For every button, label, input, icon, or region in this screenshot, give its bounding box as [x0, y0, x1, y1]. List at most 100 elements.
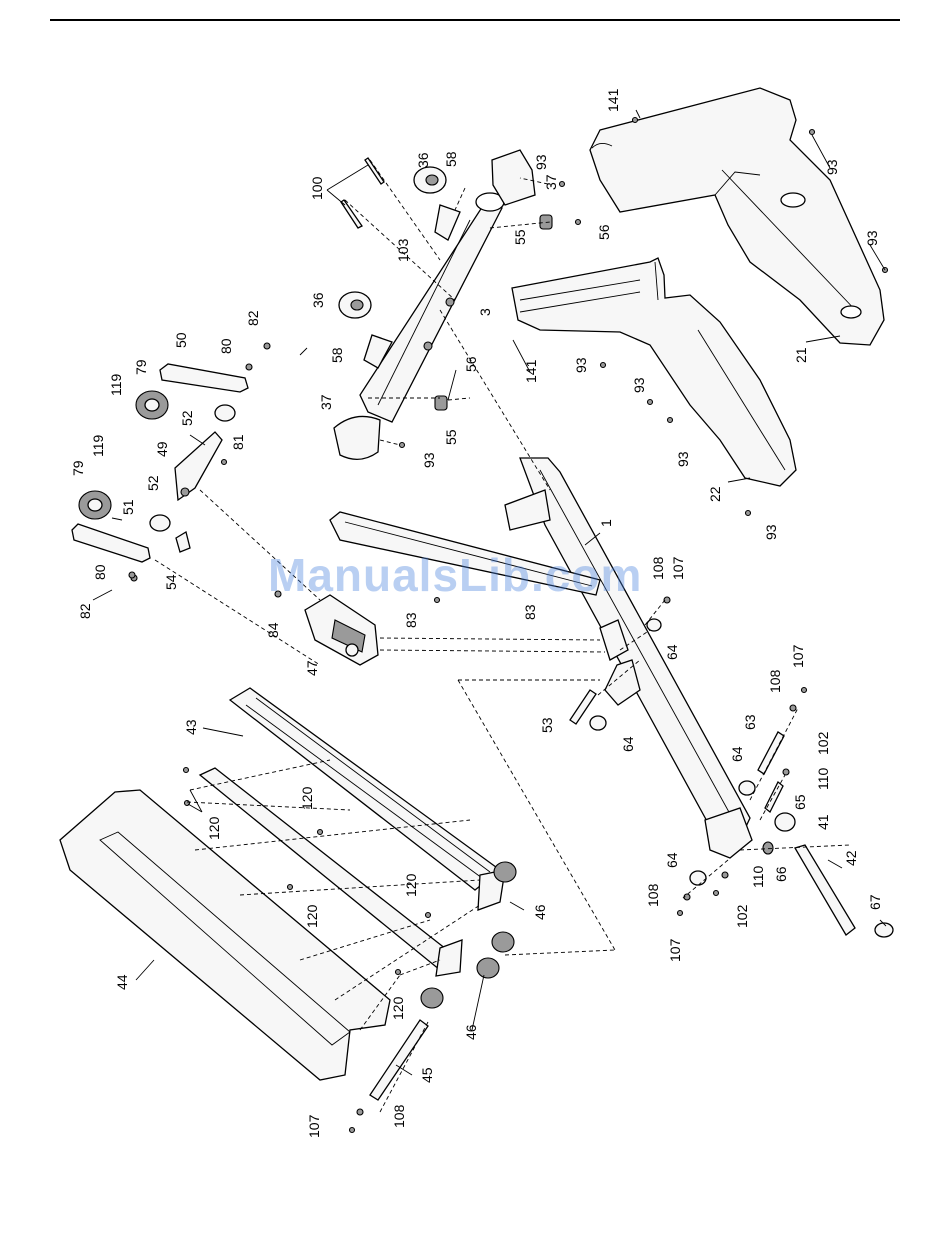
callout-108: 108: [645, 883, 661, 907]
callout-58: 58: [329, 347, 345, 363]
bearing-55-lower: [435, 396, 447, 410]
callout-80: 80: [218, 338, 234, 354]
callout-64: 64: [729, 746, 745, 762]
callout-36: 36: [415, 152, 431, 168]
callout-141: 141: [523, 359, 539, 383]
callout-43: 43: [183, 719, 199, 735]
roller-axle-45: [370, 1020, 428, 1100]
axle-65: [765, 782, 783, 812]
callout-46: 46: [463, 1024, 479, 1040]
callout-41: 41: [815, 814, 831, 830]
callout-120: 120: [390, 996, 406, 1020]
callout-51: 51: [120, 499, 136, 515]
callout-84: 84: [265, 622, 281, 638]
callout-108: 108: [767, 669, 783, 693]
drive-motor: [305, 595, 378, 665]
link-arm-50: [160, 364, 248, 392]
callout-93: 93: [631, 377, 647, 393]
callout-64: 64: [620, 736, 636, 752]
foam-grip-lower: [334, 416, 380, 459]
callout-108: 108: [391, 1104, 407, 1128]
callout-52: 52: [179, 410, 195, 426]
callout-80: 80: [92, 564, 108, 580]
callout-22: 22: [707, 486, 723, 502]
callout-100: 100: [309, 176, 325, 200]
bushing-52-upper: [215, 405, 235, 421]
rear-hood-cover: [60, 790, 390, 1080]
axle-63: [758, 732, 784, 774]
roller-46-d: [421, 988, 443, 1008]
callout-119: 119: [90, 434, 106, 457]
callout-103: 103: [395, 238, 411, 262]
roller-46-b: [492, 932, 514, 952]
pulse-sensor-lower: [339, 292, 392, 368]
callout-42: 42: [843, 850, 859, 866]
callout-36: 36: [310, 292, 326, 308]
bushing-64-b: [590, 716, 606, 730]
callout-120: 120: [299, 786, 315, 810]
callout-120: 120: [206, 816, 222, 840]
callout-110: 110: [750, 865, 766, 888]
callout-67: 67: [867, 894, 883, 910]
callout-110: 110: [815, 767, 831, 790]
main-frame: [505, 458, 752, 858]
callout-102: 102: [734, 904, 750, 928]
callout-83: 83: [522, 604, 538, 620]
callout-119: 119: [108, 373, 124, 396]
callout-141: 141: [605, 88, 621, 112]
callout-120: 120: [304, 904, 320, 928]
bushing-64-c: [739, 781, 755, 795]
callout-54: 54: [163, 574, 179, 590]
callout-93: 93: [573, 357, 589, 373]
callout-37: 37: [318, 394, 334, 410]
callout-55: 55: [512, 229, 528, 245]
callout-58: 58: [443, 151, 459, 167]
callout-56: 56: [596, 224, 612, 240]
callout-1: 1: [598, 519, 614, 527]
bushing-52-lower: [150, 515, 170, 531]
callout-50: 50: [173, 332, 189, 348]
callout-93: 93: [824, 159, 840, 175]
callout-44: 44: [114, 974, 130, 990]
callout-93: 93: [421, 452, 437, 468]
pin-54: [176, 532, 190, 552]
callout-56: 56: [463, 356, 479, 372]
callout-93: 93: [533, 154, 549, 170]
bolt-100-upper: [365, 158, 384, 184]
callout-49: 49: [154, 441, 170, 457]
pulse-sensor-upper: [414, 167, 460, 240]
wheel-79-lower: [79, 491, 111, 519]
bushing-64-d: [690, 871, 706, 885]
foot-41: [775, 813, 795, 831]
callout-37: 37: [543, 174, 559, 190]
callout-79: 79: [70, 460, 86, 476]
callout-82: 82: [77, 603, 93, 619]
callout-45: 45: [419, 1067, 435, 1083]
pivot-axle-49: [175, 432, 222, 500]
callout-107: 107: [667, 938, 683, 962]
callout-52: 52: [145, 475, 161, 491]
callout-120: 120: [403, 873, 419, 897]
callout-102: 102: [815, 731, 831, 755]
callout-65: 65: [792, 794, 808, 810]
callout-93: 93: [864, 230, 880, 246]
callout-93: 93: [763, 524, 779, 540]
callout-79: 79: [133, 359, 149, 375]
leveling-foot-67: [875, 923, 893, 937]
handlebar-tube: [360, 193, 504, 422]
wheel-79-upper: [136, 391, 168, 419]
callout-63: 63: [742, 714, 758, 730]
callout-107: 107: [306, 1114, 322, 1138]
callout-55: 55: [443, 429, 459, 445]
callout-81: 81: [230, 434, 246, 450]
callout-64: 64: [664, 852, 680, 868]
callout-53: 53: [539, 717, 555, 733]
left-upright-cover: [512, 258, 796, 486]
link-arm-51: [72, 524, 150, 562]
callout-108: 108: [650, 556, 666, 580]
callout-107: 107: [790, 644, 806, 668]
callout-107: 107: [670, 556, 686, 580]
callout-82: 82: [245, 310, 261, 326]
callout-93: 93: [675, 451, 691, 467]
